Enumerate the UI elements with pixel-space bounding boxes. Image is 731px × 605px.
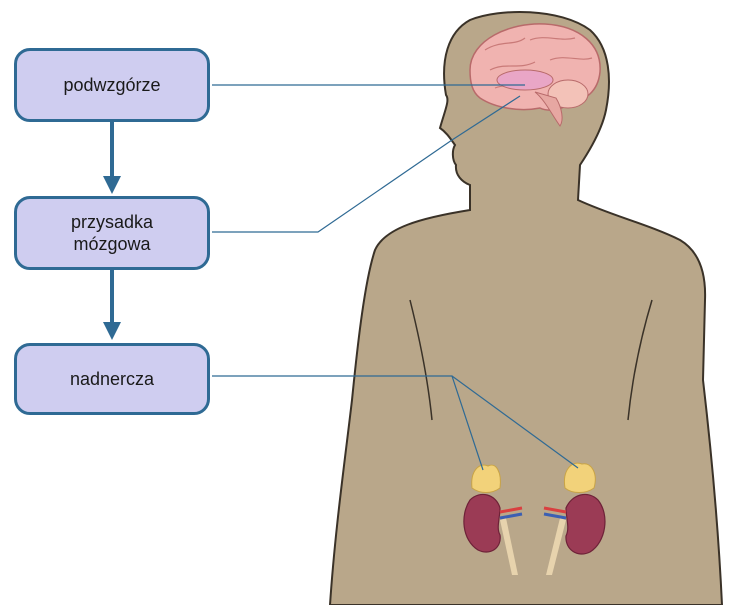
leader-line-pituitary	[212, 95, 521, 233]
left-kidney-with-adrenal	[463, 464, 523, 575]
right-kidney-with-adrenal	[543, 462, 606, 575]
hypothalamus-box: podwzgórze	[14, 48, 210, 122]
flow-arrows	[103, 122, 121, 340]
pituitary-box: przysadka mózgowa	[14, 196, 210, 270]
arrow-head-pit-to-adr	[103, 322, 121, 340]
pituitary-label-line1: przysadka	[70, 212, 154, 232]
adrenal-label: nadnercza	[69, 369, 155, 389]
hypothalamus-label: podwzgórze	[63, 75, 161, 95]
arrow-head-hypo-to-pit	[103, 176, 121, 194]
leader-line-adrenal-right	[451, 375, 579, 469]
human-body-silhouette	[328, 10, 724, 605]
pituitary-label-line2: mózgowa	[73, 234, 151, 254]
brain-illustration	[469, 23, 601, 127]
leader-lines	[212, 84, 579, 471]
adrenal-box: nadnercza	[14, 343, 210, 415]
pituitary-label: przysadka mózgowa	[57, 211, 167, 255]
